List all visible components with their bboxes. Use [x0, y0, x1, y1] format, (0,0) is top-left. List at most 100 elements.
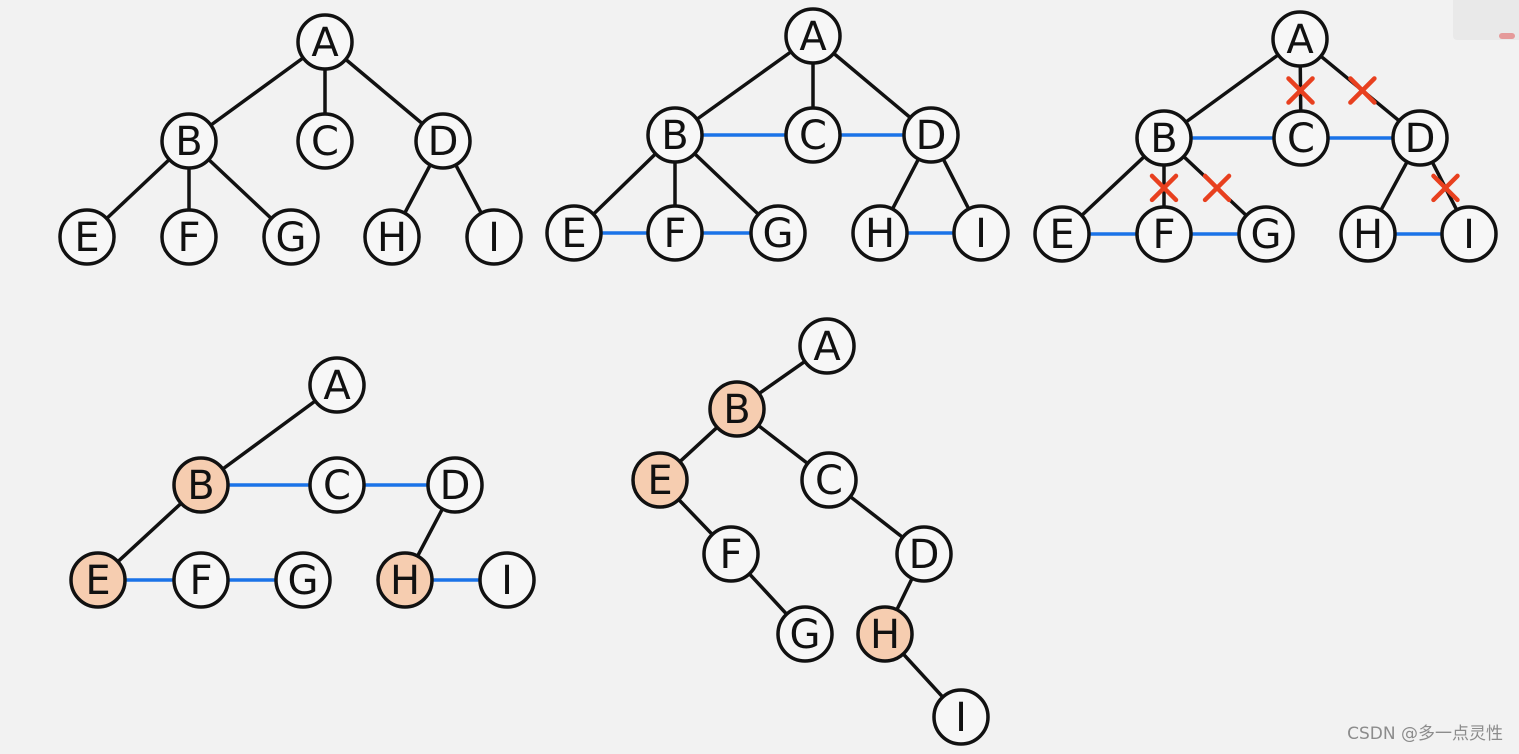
node-label-H: H: [865, 211, 895, 257]
node-D: D: [902, 106, 960, 164]
cross-mark-A-C: [1286, 76, 1315, 105]
node-label-A: A: [323, 363, 351, 409]
node-H: H: [1339, 205, 1397, 263]
node-B: B: [160, 112, 218, 170]
node-label-F: F: [177, 215, 200, 261]
tree-edge-B-G: [692, 151, 761, 217]
node-label-F: F: [189, 558, 212, 604]
tree-edge-E-F: [676, 497, 715, 537]
node-label-B: B: [1150, 116, 1177, 162]
window-corner-thumbnail: [1453, 0, 1519, 40]
node-C: C: [308, 456, 366, 514]
tree-edge-D-H: [890, 157, 921, 211]
node-I: I: [932, 688, 990, 746]
node-label-C: C: [1287, 116, 1315, 162]
node-F: F: [702, 525, 760, 583]
tree-edge-D-I: [453, 163, 484, 215]
tree-edge-B-C: [756, 423, 810, 466]
node-A: A: [784, 7, 842, 65]
node-E: E: [631, 451, 689, 509]
node-label-D: D: [916, 113, 947, 159]
node-label-G: G: [288, 558, 319, 604]
node-D: D: [895, 525, 953, 583]
node-label-E: E: [1049, 212, 1074, 258]
tree-edge-D-H: [895, 576, 914, 612]
tree-edge-B-E: [591, 152, 658, 216]
node-label-G: G: [763, 211, 794, 257]
node-label-H: H: [377, 215, 407, 261]
node-label-D: D: [909, 532, 940, 578]
node-label-G: G: [790, 612, 821, 658]
tree-edge-A-B: [757, 359, 807, 396]
node-label-E: E: [647, 458, 672, 504]
node-D: D: [414, 112, 472, 170]
node-H: H: [851, 204, 909, 262]
node-C: C: [1272, 109, 1330, 167]
node-label-D: D: [1405, 116, 1436, 162]
node-label-B: B: [661, 113, 688, 159]
node-E: E: [69, 551, 127, 609]
node-D: D: [426, 456, 484, 514]
node-label-E: E: [74, 215, 99, 261]
node-B: B: [1135, 109, 1193, 167]
node-label-C: C: [323, 463, 351, 509]
node-B: B: [646, 106, 704, 164]
node-I: I: [478, 551, 536, 609]
node-G: G: [274, 551, 332, 609]
tree-edge-D-H: [1379, 159, 1409, 213]
node-A: A: [798, 317, 856, 375]
node-H: H: [376, 551, 434, 609]
node-G: G: [262, 208, 320, 266]
tree-edge-A-B: [221, 399, 317, 471]
tree-edge-B-E: [116, 501, 183, 564]
panel-remove-non-first-child-edges: A B C D E F G H I: [1033, 10, 1498, 263]
node-label-B: B: [723, 387, 750, 433]
tree-edge-A-D: [831, 51, 913, 120]
node-E: E: [58, 208, 116, 266]
tree-edge-C-D: [848, 494, 905, 540]
node-label-H: H: [1353, 212, 1383, 258]
tree-edge-B-E: [104, 157, 172, 221]
tree-edge-F-G: [747, 572, 789, 616]
node-F: F: [1135, 205, 1193, 263]
tree-edge-A-B: [209, 56, 305, 127]
node-A: A: [1271, 10, 1329, 68]
node-label-D: D: [440, 463, 471, 509]
tree-edge-D-H: [402, 163, 433, 215]
node-label-C: C: [815, 458, 843, 504]
node-E: E: [1033, 205, 1091, 263]
tree-edge-B-G: [206, 157, 274, 221]
cross-mark-B-F: [1149, 173, 1179, 203]
node-label-I: I: [975, 211, 987, 257]
node-label-B: B: [175, 119, 202, 165]
tree-edge-A-B: [695, 49, 793, 122]
node-G: G: [776, 605, 834, 663]
node-label-H: H: [870, 612, 900, 658]
node-I: I: [1440, 205, 1498, 263]
tree-edge-D-I: [941, 157, 971, 211]
node-E: E: [545, 204, 603, 262]
node-label-A: A: [799, 14, 827, 60]
node-label-C: C: [311, 119, 339, 165]
node-label-F: F: [1152, 212, 1175, 258]
tree-edge-A-D: [343, 57, 425, 126]
node-F: F: [160, 208, 218, 266]
node-C: C: [296, 112, 354, 170]
node-F: F: [172, 551, 230, 609]
panel-binary-tree: A B C D EFG HI: [631, 317, 990, 746]
node-D: D: [1391, 109, 1449, 167]
node-G: G: [1237, 205, 1295, 263]
node-I: I: [465, 208, 523, 266]
node-label-D: D: [428, 119, 459, 165]
node-I: I: [952, 204, 1010, 262]
node-label-A: A: [1286, 17, 1314, 63]
node-label-E: E: [561, 211, 586, 257]
tree-edge-B-E: [1079, 154, 1147, 218]
node-H: H: [856, 605, 914, 663]
node-label-I: I: [488, 215, 500, 261]
node-A: A: [308, 356, 366, 414]
node-H: H: [363, 208, 421, 266]
